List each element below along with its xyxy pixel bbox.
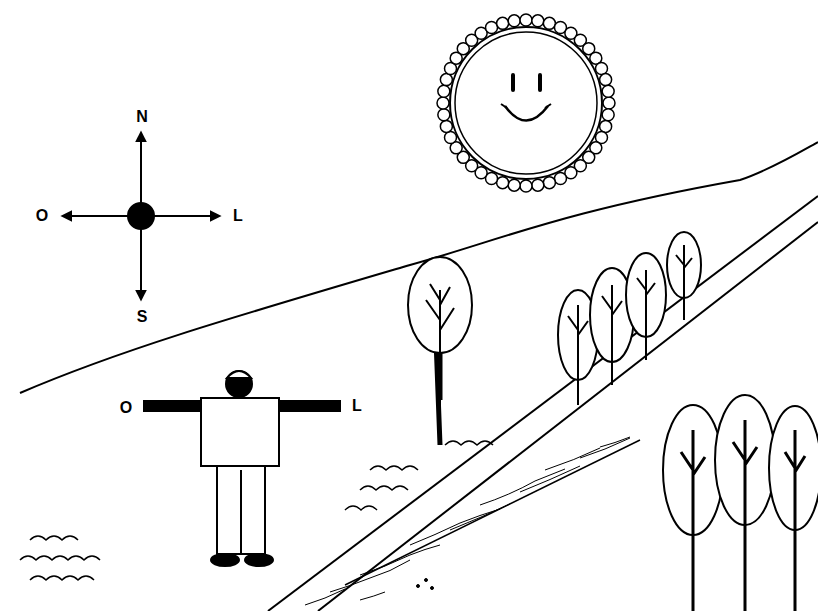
sun-ray-loop — [440, 74, 452, 86]
sun-ray-loop — [600, 74, 612, 86]
compass-rose — [70, 140, 212, 292]
compass-label: O — [36, 208, 48, 224]
direction-label: L — [352, 398, 362, 414]
sun-ray-loop — [595, 63, 607, 75]
road-edge — [345, 440, 640, 585]
sun — [437, 14, 615, 192]
sun-ray-loop — [508, 179, 520, 191]
sun-ray-loop — [602, 109, 614, 121]
sun-ray-loop — [603, 97, 615, 109]
sun-ray-loop — [486, 22, 498, 34]
sun-ray-loop — [520, 180, 532, 192]
sun-ray-loop — [532, 15, 544, 27]
river-hatching — [305, 437, 630, 605]
sun-ray-loop — [543, 177, 555, 189]
sun-ray-loop — [497, 17, 509, 29]
sun-ray-loop — [438, 109, 450, 121]
compass-label: N — [136, 109, 148, 125]
road-edge — [318, 222, 818, 611]
sun-ray-loop — [440, 120, 452, 132]
sun-ray-loop — [543, 17, 555, 29]
sun-ray-loop — [602, 85, 614, 97]
person — [144, 371, 340, 566]
sun-ray-loop — [532, 179, 544, 191]
sun-ray-loop — [554, 172, 566, 184]
hill-line — [20, 142, 818, 393]
sun-ray-loop — [437, 97, 449, 109]
trees — [408, 232, 818, 611]
sun-ray-loop — [445, 131, 457, 143]
sun-ray-loop — [508, 15, 520, 27]
sun-ray-loop — [600, 120, 612, 132]
sun-ray-loop — [497, 177, 509, 189]
sun-ray-loop — [438, 85, 450, 97]
road-edge — [268, 196, 818, 611]
direction-label: O — [120, 400, 132, 416]
compass-label: S — [137, 309, 148, 325]
sun-ray-loop — [520, 14, 532, 26]
compass-label: L — [233, 208, 243, 224]
